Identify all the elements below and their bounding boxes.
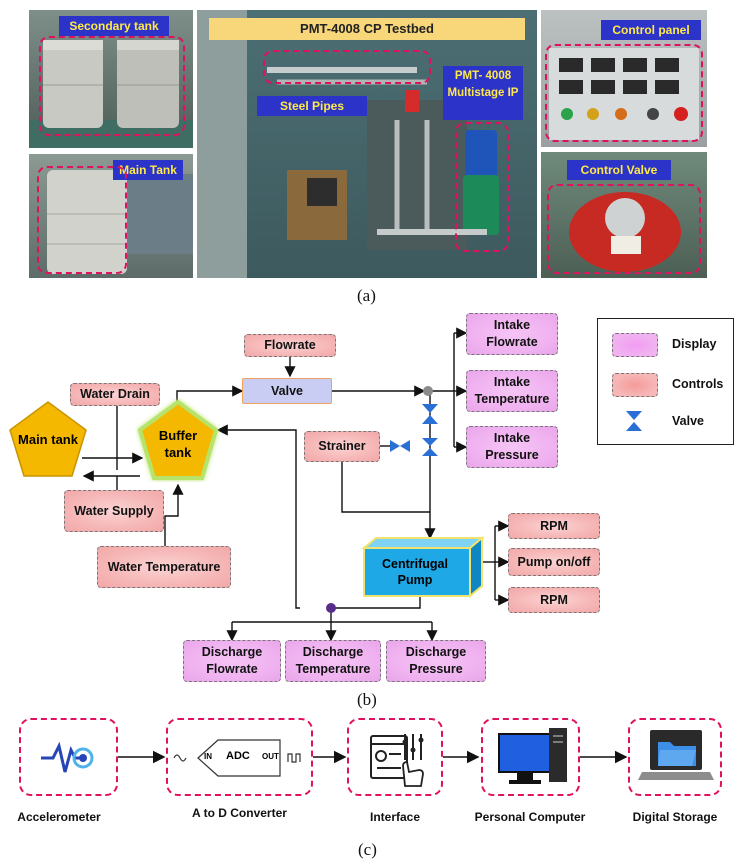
- secondary-tank-label: Secondary tank: [59, 16, 169, 36]
- legend-controls-label: Controls: [672, 377, 724, 391]
- caption-a: (a): [357, 286, 376, 305]
- legend-valve-label: Valve: [672, 414, 704, 428]
- water-temperature-control: Water Temperature: [97, 546, 231, 588]
- pump-on-off-control: Pump on/off: [508, 548, 600, 576]
- discharge-junction-dot: [326, 603, 336, 613]
- interface-icon: [370, 734, 424, 787]
- junction-valve-icon: [422, 404, 438, 424]
- control-panel-image: [549, 48, 699, 140]
- discharge-temperature-display: Discharge Temperature: [285, 640, 381, 682]
- intake-temperature-display: Intake Temperature: [466, 370, 558, 412]
- adc-in-label: IN: [204, 752, 212, 761]
- intake-flowrate-display: Intake Flowrate: [466, 313, 558, 355]
- strainer-valve-icons: [390, 438, 438, 456]
- photo-testbed: PMT-4008 CP Testbed Steel Pipes PMT- 400…: [197, 10, 537, 278]
- main-tank-image: [47, 170, 193, 274]
- legend-display-label: Display: [672, 337, 717, 351]
- testbed-title: PMT-4008 CP Testbed: [209, 18, 525, 40]
- accelerometer-label: Accelerometer: [17, 810, 101, 824]
- multistage-ip-label: PMT- 4008 Multistage IP: [443, 66, 523, 120]
- rpm-top-control: RPM: [508, 513, 600, 539]
- adc-out-label: OUT: [262, 752, 279, 761]
- steel-pipes-highlight: [263, 50, 431, 84]
- adc-icon: [173, 739, 301, 777]
- water-supply-control: Water Supply: [64, 490, 164, 532]
- accelerometer-icon: [41, 741, 94, 773]
- control-valve-label: Control Valve: [567, 160, 671, 180]
- storage-box: [628, 718, 722, 796]
- storage-icon: [638, 730, 714, 780]
- photo-main-tank: Main Tank: [29, 154, 193, 278]
- adc-box: IN ADC OUT: [166, 718, 313, 796]
- secondary-tank-highlight: [39, 36, 185, 136]
- legend: Display Controls Valve: [597, 318, 734, 445]
- intake-junction-dot: [423, 386, 433, 396]
- discharge-pressure-display: Discharge Pressure: [386, 640, 486, 682]
- control-valve-image: [569, 192, 681, 272]
- computer-box: [481, 718, 580, 796]
- main-tank-highlight: [37, 166, 127, 274]
- caption-b: (b): [357, 690, 377, 709]
- main-tank-label: Main Tank: [113, 160, 183, 180]
- main-tank-shape: [9, 401, 87, 477]
- adc-title: ADC: [226, 750, 250, 762]
- legend-valve-icon: [626, 411, 642, 431]
- testbed-image: [197, 10, 499, 278]
- centrifugal-pump-shape: [361, 536, 485, 598]
- main-tank-node-label: Main tank: [18, 432, 78, 447]
- intake-pressure-display: Intake Pressure: [466, 426, 558, 468]
- buffer-tank-shape: [137, 399, 219, 480]
- interface-label: Interface: [369, 810, 421, 824]
- interface-box: [347, 718, 443, 796]
- legend-controls-swatch: [612, 373, 658, 397]
- adc-label: A to D Converter: [192, 806, 287, 820]
- photo-control-panel: Control panel: [541, 10, 707, 147]
- computer-label: Personal Computer: [474, 810, 586, 824]
- multistage-ip-highlight: [455, 122, 509, 252]
- caption-c: (c): [358, 840, 377, 859]
- photo-secondary-tank: Secondary tank: [29, 10, 193, 148]
- steel-pipes-label: Steel Pipes: [257, 96, 367, 116]
- strainer-control: Strainer: [304, 431, 380, 462]
- water-drain-control: Water Drain: [70, 383, 160, 406]
- control-panel-label: Control panel: [601, 20, 701, 40]
- flowrate-control: Flowrate: [244, 334, 336, 357]
- storage-label: Digital Storage: [632, 810, 718, 824]
- control-valve-highlight: [547, 184, 701, 274]
- centrifugal-pump-label: Centrifugal Pump: [382, 557, 448, 588]
- accelerometer-box: [19, 718, 118, 796]
- pipeline-arrows: [118, 750, 628, 764]
- discharge-flowrate-display: Discharge Flowrate: [183, 640, 281, 682]
- valve-control: Valve: [242, 378, 332, 404]
- rpm-bottom-control: RPM: [508, 587, 600, 613]
- photo-control-valve: Control Valve: [541, 152, 707, 278]
- control-panel-highlight: [545, 44, 703, 142]
- legend-display-swatch: [612, 333, 658, 357]
- buffer-tank-node-label: Buffer tank: [158, 428, 198, 460]
- computer-icon: [498, 728, 567, 784]
